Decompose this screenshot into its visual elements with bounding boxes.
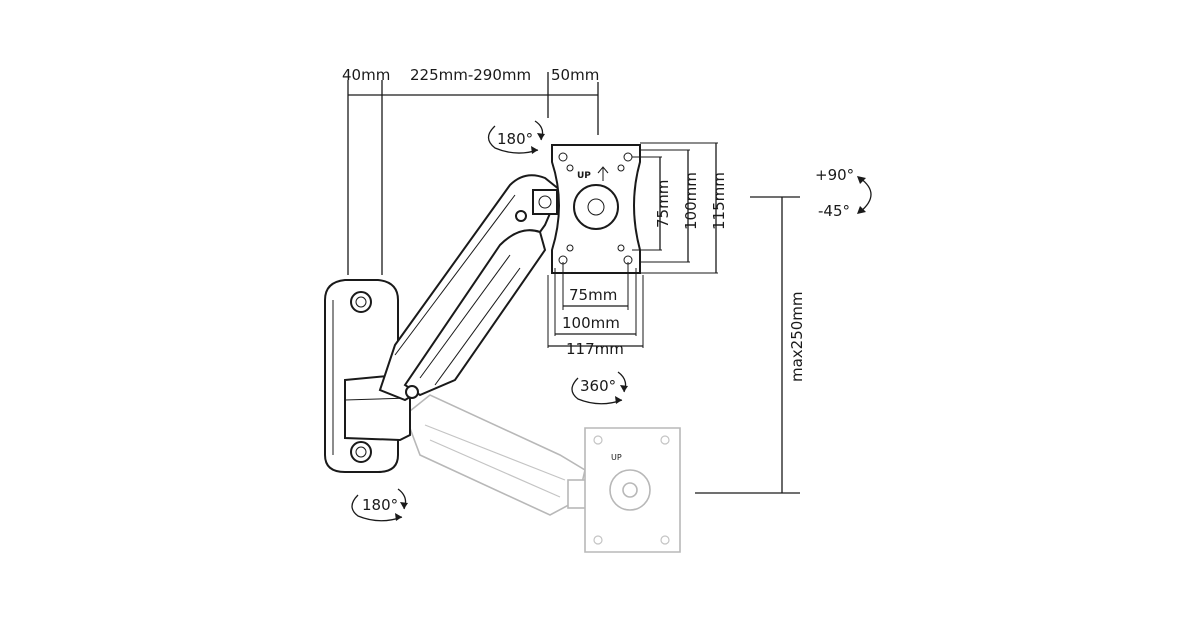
plate-hub: [573, 184, 619, 230]
head-offset-dimension: 50mm: [551, 66, 599, 84]
plate-up-label: UP: [577, 171, 591, 181]
plate-horizontal-dimensions: [547, 262, 644, 348]
bottom-screw-hole: [350, 441, 372, 463]
tilt-arrow-icon: [857, 176, 872, 214]
tilt-up-label: +90°: [815, 166, 854, 184]
head-swivel-arrow-icon: [487, 120, 545, 154]
vesa-horizontal-75: 75mm: [569, 286, 617, 304]
vesa-horizontal-100: 100mm: [562, 314, 620, 332]
gas-spring: [403, 229, 547, 397]
wall-offset-dimension: 40mm: [342, 66, 390, 84]
vesa-hole: [558, 152, 568, 162]
up-arrow-icon: [597, 166, 609, 181]
head-joint: [532, 189, 558, 215]
wall-swivel-label: 180°: [362, 496, 398, 514]
vesa-vertical-100: 100mm: [682, 172, 700, 230]
plate-rotation-arrow-icon: [571, 371, 628, 405]
plate-height-115: 115mm: [710, 172, 728, 230]
gas-spring-arm: [378, 174, 562, 402]
lowered-arm-ghost: [404, 394, 681, 553]
plate-rotation-label: 360°: [580, 377, 616, 395]
wall-bracket: [324, 279, 411, 473]
wall-swivel-arrow-icon: [351, 488, 408, 522]
plate-width-117: 117mm: [566, 340, 624, 358]
vesa-vertical-75: 75mm: [654, 180, 672, 228]
height-dimension-lines: [695, 196, 800, 494]
plate-vertical-dimensions: [632, 142, 718, 274]
head-swivel-label: 180°: [497, 130, 533, 148]
top-screw-hole: [350, 291, 372, 313]
arm-reach-dimension: 225mm-290mm: [410, 66, 531, 84]
top-dimension-lines: [347, 72, 599, 275]
ghost-up-label: UP: [611, 453, 622, 462]
tilt-down-label: -45°: [818, 202, 850, 220]
height-adjust-dimension: max250mm: [788, 291, 806, 382]
vesa-plate: [551, 144, 641, 274]
